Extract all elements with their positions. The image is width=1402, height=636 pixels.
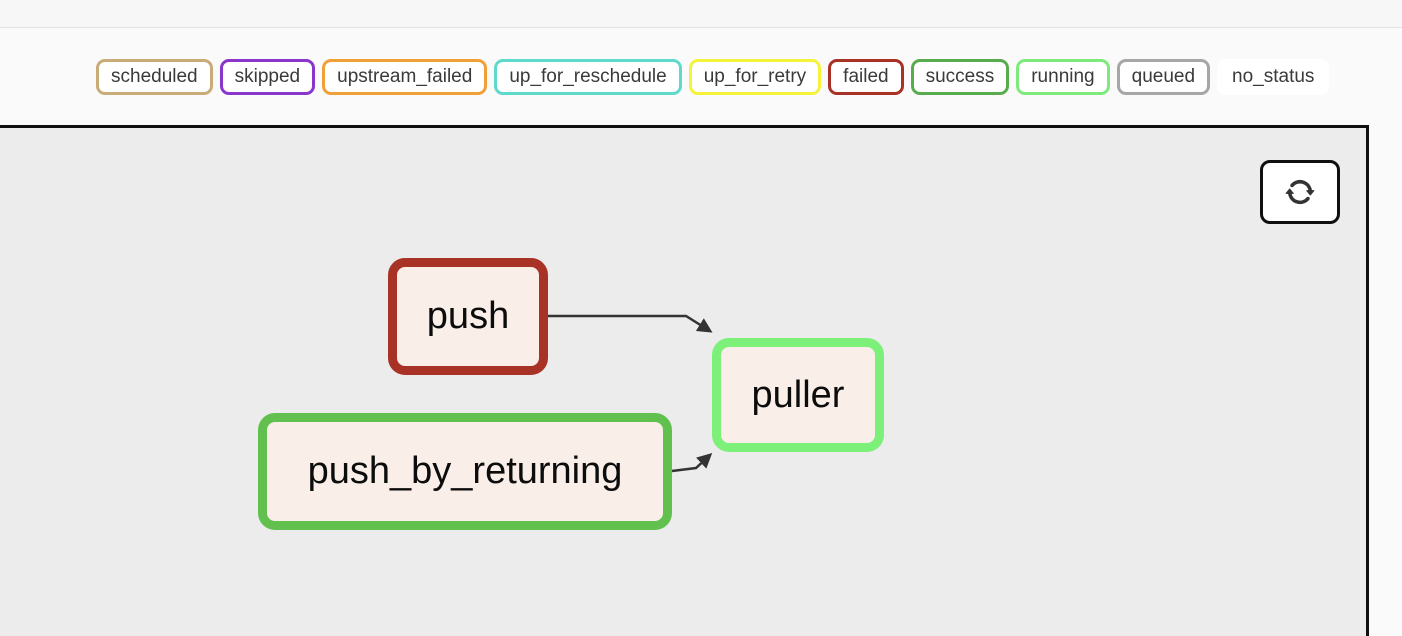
- task-node-label: push_by_returning: [307, 450, 623, 492]
- legend-badge-up-for-retry: up_for_retry: [688, 58, 822, 95]
- task-node-puller[interactable]: puller: [712, 338, 884, 452]
- top-strip: [0, 0, 1402, 28]
- legend-badge-failed: failed: [828, 58, 904, 95]
- legend-badge-queued: queued: [1116, 58, 1211, 95]
- task-node-push[interactable]: push: [388, 258, 548, 375]
- legend-badge-up-for-reschedule: up_for_reschedule: [494, 58, 682, 95]
- task-state-legend: scheduled skipped upstream_failed up_for…: [0, 28, 1402, 125]
- legend-badge-no-status: no_status: [1217, 58, 1330, 95]
- legend-badge-scheduled: scheduled: [96, 58, 213, 95]
- legend-badge-running: running: [1016, 58, 1110, 95]
- task-node-push-by-returning[interactable]: push_by_returning: [258, 413, 672, 530]
- refresh-button[interactable]: [1260, 160, 1340, 224]
- legend-badge-upstream-failed: upstream_failed: [322, 58, 488, 95]
- task-node-label: puller: [751, 373, 845, 416]
- dag-graph-canvas[interactable]: push puller push_by_returning: [0, 125, 1369, 636]
- edge-push-to-puller: [548, 314, 713, 333]
- refresh-icon: [1285, 177, 1315, 207]
- edge-push-by-returning-to-puller: [671, 452, 713, 473]
- dag-edges: [548, 314, 713, 473]
- legend-badge-success: success: [910, 58, 1010, 95]
- task-node-label: push: [426, 295, 510, 337]
- legend-badge-skipped: skipped: [219, 58, 316, 95]
